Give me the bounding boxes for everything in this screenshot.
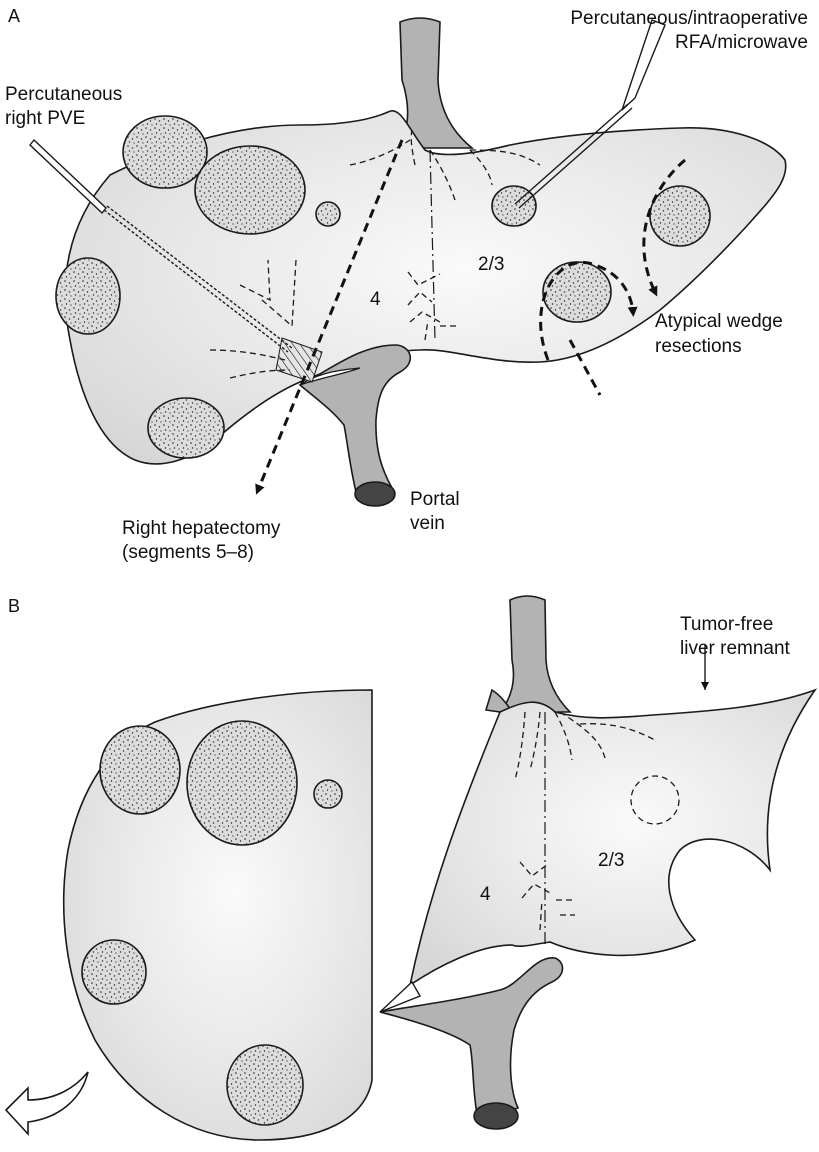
hepatectomy-label-line2: (segments 5–8) (122, 542, 254, 563)
panel-b: B 4 2/3 Tumo (6, 596, 815, 1140)
portal-vein-label-line1: Portal (410, 489, 460, 510)
rfa-label-line2: RFA/microwave (675, 32, 808, 53)
tumor (543, 262, 611, 322)
portal-vein-b (380, 958, 563, 1120)
tumor (195, 146, 305, 234)
segment-4-label-b: 4 (480, 884, 491, 905)
tumor (227, 1045, 303, 1125)
tumor (100, 726, 180, 814)
panel-a: A (5, 6, 808, 563)
wedge-label-line2: resections (655, 336, 742, 357)
pve-label-line2: right PVE (5, 108, 85, 129)
rfa-probe (622, 20, 665, 110)
panel-a-label: A (8, 6, 20, 26)
hepatic-vein-b (500, 596, 570, 712)
tumor (148, 398, 224, 458)
hepatectomy-label-line1: Right hepatectomy (122, 518, 281, 539)
tumor (314, 780, 342, 808)
rfa-label-line1: Percutaneous/intraoperative (570, 8, 808, 29)
liver-remnant (410, 690, 815, 985)
remnant-label-line1: Tumor-free (680, 614, 773, 635)
panel-b-label: B (8, 596, 20, 616)
remnant-label-line2: liver remnant (680, 638, 791, 659)
segment-2-3-label: 2/3 (478, 254, 504, 275)
pve-needle (30, 140, 106, 213)
tumor (56, 258, 120, 334)
tumor (316, 202, 340, 226)
pve-label-line1: Percutaneous (5, 84, 122, 105)
tumor (123, 116, 207, 188)
removal-arrow-icon (6, 1072, 88, 1134)
tumor (82, 940, 146, 1004)
segment-4-label: 4 (370, 289, 381, 310)
portal-vein-lumen (355, 482, 395, 506)
tumor (650, 186, 710, 246)
segment-2-3-label-b: 2/3 (598, 850, 624, 871)
portal-vein-label-line2: vein (410, 513, 445, 534)
wedge-label-line1: Atypical wedge (655, 311, 783, 332)
tumor (187, 721, 297, 845)
portal-vein-lumen-b (474, 1103, 518, 1129)
